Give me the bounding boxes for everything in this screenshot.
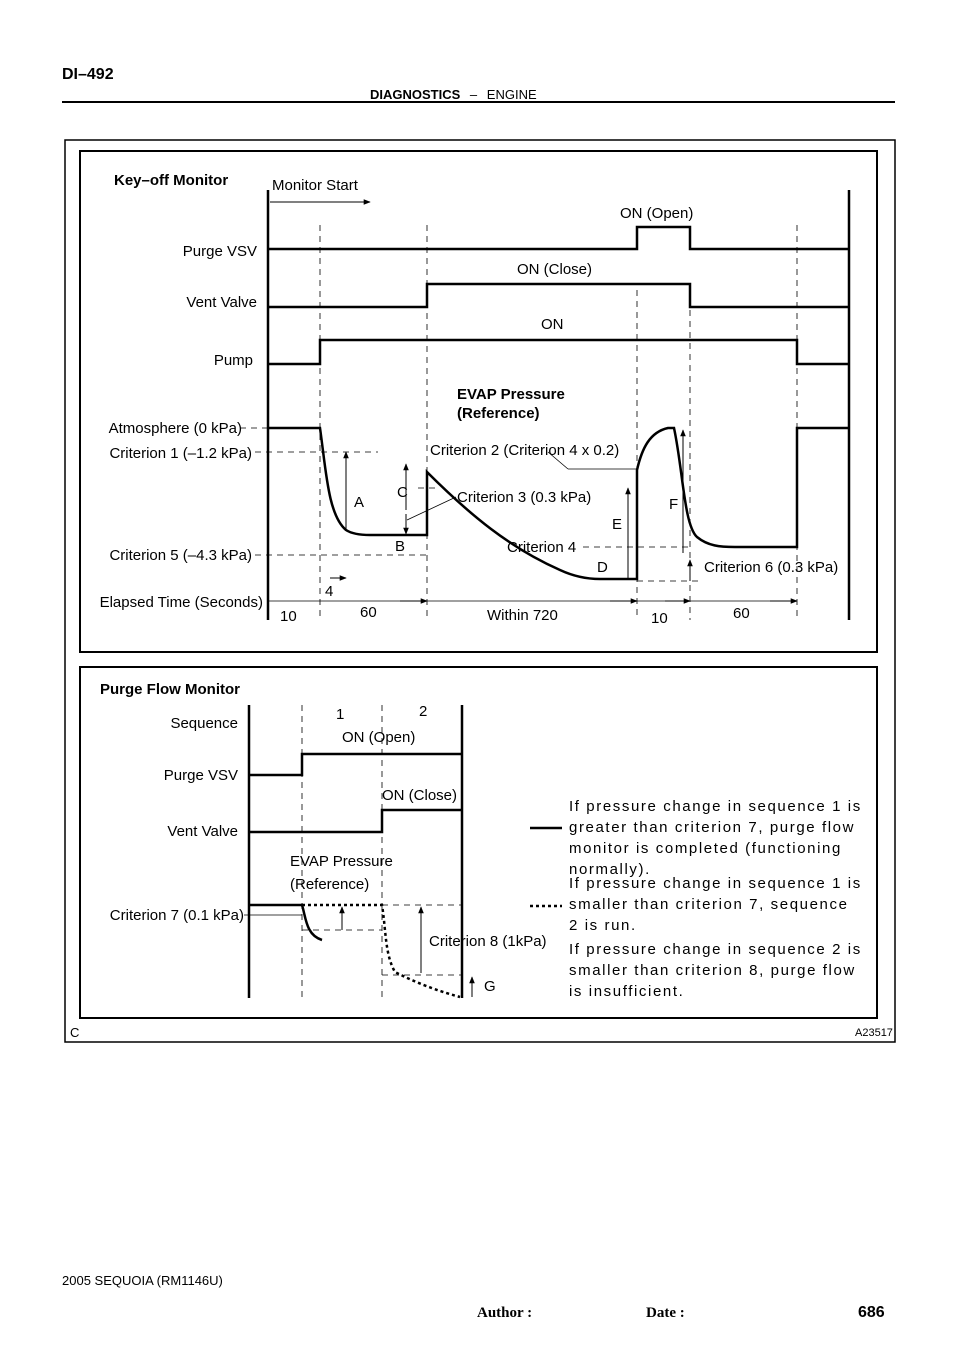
purge-panel <box>79 666 878 1019</box>
label-e: E <box>612 516 623 533</box>
criterion8-label: Criterion 8 (1kPa) <box>429 933 547 950</box>
legend-solid-text: If pressure change in sequence 1 is grea… <box>569 798 862 878</box>
time-10-second: 10 <box>651 610 668 627</box>
evap-dotted-trace <box>302 903 461 999</box>
vent-valve-seq-trace <box>249 808 462 834</box>
row-label-purge-vsv: Purge VSV <box>182 243 257 260</box>
label-g: G <box>484 978 496 995</box>
keyoff-panel <box>79 150 878 653</box>
monitor-start-label: Monitor Start <box>272 177 358 194</box>
row-label-sequence: Sequence <box>170 715 238 732</box>
purge-evap-title: EVAP Pressure <box>290 853 393 870</box>
leader-criterion3 <box>406 496 457 521</box>
row-label-purge-vsv-seq: Purge VSV <box>163 767 238 784</box>
pump-state: ON <box>541 316 564 333</box>
evap-pressure-title: EVAP Pressure <box>457 386 565 403</box>
pump-trace <box>268 338 849 366</box>
row-label-atmosphere: Atmosphere (0 kPa) <box>108 420 242 437</box>
figure-id: A23517 <box>855 1027 893 1039</box>
time-60-first: 60 <box>360 604 377 621</box>
page-code: DI–492 <box>62 66 114 83</box>
evap-solid-trace <box>249 903 323 942</box>
insufficient-note: If pressure change in sequence 2 is smal… <box>569 941 862 1000</box>
legend-dotted-text: If pressure change in sequence 1 is smal… <box>569 875 862 934</box>
time-10-start: 10 <box>280 608 297 625</box>
time-60-second: 60 <box>733 605 750 622</box>
footer-date-label: Date : <box>646 1305 685 1321</box>
row-label-vent-valve-seq: Vent Valve <box>167 823 238 840</box>
row-label-criterion7: Criterion 7 (0.1 kPa) <box>109 907 244 924</box>
sequence-1: 1 <box>336 706 345 723</box>
section-separator: – <box>469 87 478 102</box>
label-b: B <box>395 538 406 555</box>
row-label-pump: Pump <box>213 352 253 369</box>
figure-corner-code: C <box>70 1025 80 1040</box>
vent-valve-state: ON (Close) <box>517 261 593 278</box>
sequence-2: 2 <box>419 703 428 720</box>
evap-pressure-trace <box>268 426 849 581</box>
evap-pressure-subtitle: (Reference) <box>457 405 540 422</box>
label-d: D <box>597 559 608 576</box>
purge-gridlines <box>301 705 383 998</box>
footer-author-label: Author : <box>477 1305 533 1321</box>
label-c: C <box>397 484 408 501</box>
figure-frame <box>64 139 896 1043</box>
purge-vsv-state: ON (Open) <box>620 205 694 222</box>
label-f: F <box>669 496 679 513</box>
vent-valve-seq-state: ON (Close) <box>382 787 458 804</box>
purge-vsv-seq-state: ON (Open) <box>342 729 416 746</box>
criterion6-label: Criterion 6 (0.3 kPa) <box>704 559 839 576</box>
header-section: DIAGNOSTICS – ENGINE <box>370 88 537 101</box>
row-label-criterion1: Criterion 1 (–1.2 kPa) <box>109 445 252 462</box>
row-label-elapsed: Elapsed Time (Seconds) <box>99 594 263 611</box>
header-rule <box>62 101 895 103</box>
purge-level-lines <box>302 904 462 976</box>
purge-vsv-trace <box>268 225 849 251</box>
row-label-criterion5: Criterion 5 (–4.3 kPa) <box>109 547 252 564</box>
keyoff-title: Key–off Monitor <box>114 172 229 189</box>
purge-vsv-seq-trace <box>249 752 462 777</box>
leader-criterion2 <box>547 451 569 470</box>
section-title: DIAGNOSTICS <box>370 87 461 102</box>
criterion2-label: Criterion 2 (Criterion 4 x 0.2) <box>430 442 620 459</box>
footer-page-number: 686 <box>858 1304 885 1321</box>
time-within-720: Within 720 <box>487 607 558 624</box>
time-4: 4 <box>325 583 334 600</box>
subsection-title: ENGINE <box>486 87 537 102</box>
footer-model: 2005 SEQUOIA (RM1146U) <box>62 1273 223 1288</box>
row-label-vent-valve: Vent Valve <box>186 294 257 311</box>
label-a: A <box>354 494 365 511</box>
purge-title: Purge Flow Monitor <box>100 681 240 698</box>
criterion4-label: Criterion 4 <box>507 539 577 556</box>
vent-valve-trace <box>268 282 849 309</box>
criterion3-label: Criterion 3 (0.3 kPa) <box>457 489 592 506</box>
purge-evap-subtitle: (Reference) <box>290 876 370 893</box>
